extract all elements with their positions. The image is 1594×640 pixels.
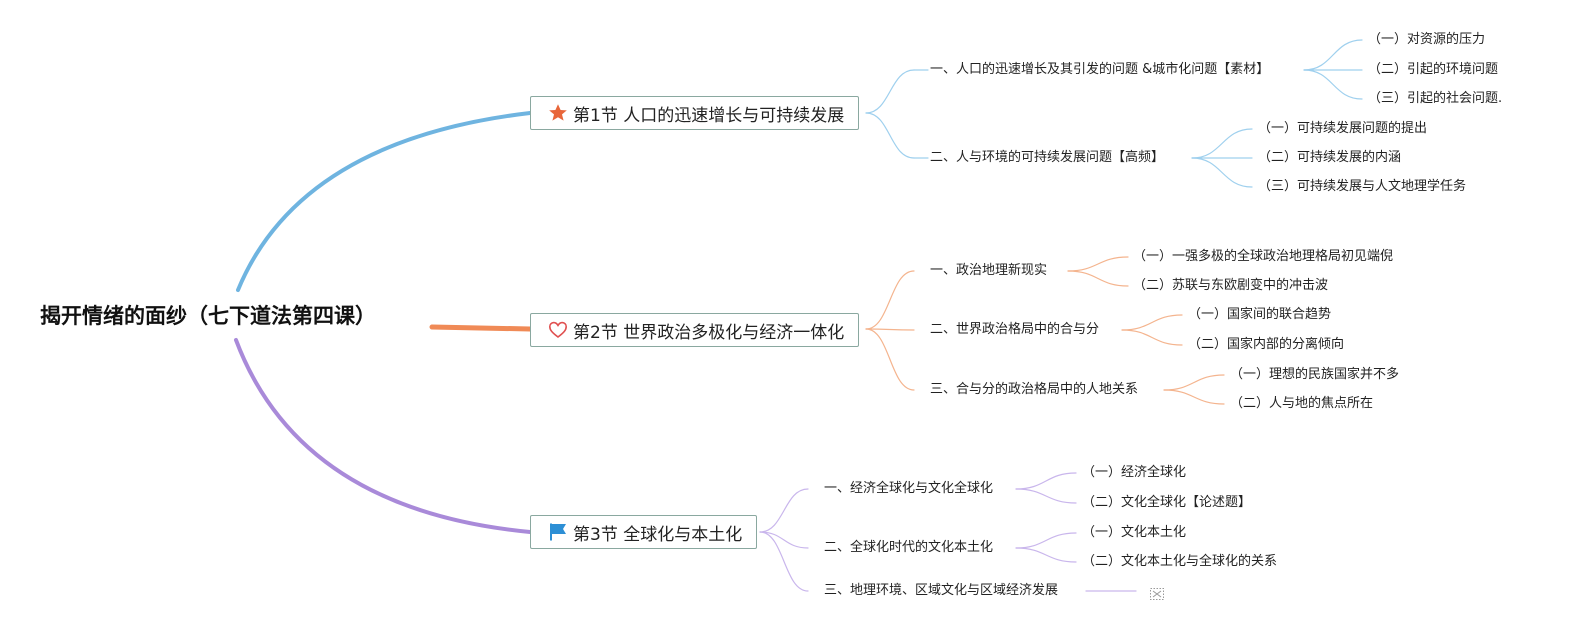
leaf-2-1-2[interactable]: （二）苏联与东欧剧变中的冲击波 xyxy=(1133,278,1329,293)
leaf-1-1-3[interactable]: （三）引起的社会问题. xyxy=(1368,91,1503,106)
leaf-2-2-1[interactable]: （一）国家间的联合趋势 xyxy=(1188,307,1332,322)
section-3-label: 第3节 全球化与本土化 xyxy=(573,524,743,545)
leaf-1-1-2[interactable]: （二）引起的环境问题 xyxy=(1368,62,1499,77)
subtopic-2-3[interactable]: 三、合与分的政治格局中的人地关系 xyxy=(930,382,1139,397)
heart-icon xyxy=(547,319,569,341)
subtopic-1-1[interactable]: 一、人口的迅速增长及其引发的问题 &城市化问题【素材】 xyxy=(930,62,1270,77)
leaf-connector-2-1-2 xyxy=(1067,270,1129,287)
sub-connector-3-3 xyxy=(759,531,809,592)
collapsed-branch-icon[interactable] xyxy=(1150,585,1164,600)
leaf-connector-1-2-3 xyxy=(1191,157,1253,188)
leaf-connector-2-1-1 xyxy=(1067,256,1129,272)
sub-connector-2-3 xyxy=(865,328,915,391)
leaf-2-2-2[interactable]: （二）国家内部的分离倾向 xyxy=(1188,337,1345,352)
leaf-connector-1-1-3 xyxy=(1303,69,1363,100)
subtopic-3-1[interactable]: 一、经济全球化与文化全球化 xyxy=(824,481,994,496)
branch-connector-1 xyxy=(236,111,532,292)
leaf-connector-2-3-1 xyxy=(1163,374,1225,391)
sub-connector-1-1 xyxy=(865,69,915,114)
leaf-3-2-2[interactable]: （二）文化本土化与全球化的关系 xyxy=(1082,554,1278,569)
section-3-topic[interactable]: 第3节 全球化与本土化 xyxy=(530,515,758,549)
subtopic-3-2[interactable]: 二、全球化时代的文化本土化 xyxy=(824,540,994,555)
sub-connector-2-1 xyxy=(865,270,915,330)
leaf-connector-3-2-2 xyxy=(1015,547,1077,563)
subtopic-1-2[interactable]: 二、人与环境的可持续发展问题【高频】 xyxy=(930,150,1165,165)
star-icon xyxy=(547,102,569,124)
subtopic-3-3[interactable]: 三、地理环境、区域文化与区域经济发展 xyxy=(824,583,1059,598)
section-2-label: 第2节 世界政治多极化与经济一体化 xyxy=(573,322,845,343)
leaf-connector-3-1-1 xyxy=(1015,472,1077,490)
leaf-connector-3-2-1 xyxy=(1015,532,1077,549)
section-1-topic[interactable]: 第1节 人口的迅速增长与可持续发展 xyxy=(530,96,860,130)
leaf-2-1-1[interactable]: （一）一强多极的全球政治地理格局初见端倪 xyxy=(1133,249,1394,264)
sub-connector-2-2 xyxy=(865,328,915,331)
sub-connector-3-1 xyxy=(759,488,809,533)
branch-connector-3 xyxy=(234,338,532,534)
leaf-3-1-2[interactable]: （二）文化全球化【论述题】 xyxy=(1082,495,1252,510)
leaf-connector-2-2-2 xyxy=(1121,329,1183,346)
leaf-connector-1-1-1 xyxy=(1303,39,1363,71)
leaf-connector-3-1-2 xyxy=(1015,488,1077,504)
leaf-2-3-2[interactable]: （二）人与地的焦点所在 xyxy=(1230,396,1374,411)
leaf-connector-1-2-1 xyxy=(1191,128,1253,159)
flag-icon xyxy=(547,521,569,543)
sub-connector-1-2 xyxy=(865,112,915,159)
leaf-connector-2-2-1 xyxy=(1121,314,1183,331)
leaf-3-2-1[interactable]: （一）文化本土化 xyxy=(1082,525,1187,540)
subtopic-2-1[interactable]: 一、政治地理新现实 xyxy=(930,263,1048,278)
section-2-topic[interactable]: 第2节 世界政治多极化与经济一体化 xyxy=(530,313,860,347)
branch-connector-2 xyxy=(429,324,533,332)
leaf-3-1-1[interactable]: （一）经济全球化 xyxy=(1082,465,1187,480)
leaf-1-2-2[interactable]: （二）可持续发展的内涵 xyxy=(1258,150,1402,165)
root-topic[interactable]: 揭开情绪的面纱（七下道法第四课） xyxy=(40,304,376,328)
subtopic-2-2[interactable]: 二、世界政治格局中的合与分 xyxy=(930,322,1100,337)
section-1-label: 第1节 人口的迅速增长与可持续发展 xyxy=(573,105,845,126)
leaf-2-3-1[interactable]: （一）理想的民族国家并不多 xyxy=(1230,367,1400,382)
leaf-1-1-1[interactable]: （一）对资源的压力 xyxy=(1368,32,1486,47)
leaf-1-2-1[interactable]: （一）可持续发展问题的提出 xyxy=(1258,121,1428,136)
leaf-1-2-3[interactable]: （三）可持续发展与人文地理学任务 xyxy=(1258,179,1467,194)
leaf-connector-2-3-2 xyxy=(1163,389,1225,405)
